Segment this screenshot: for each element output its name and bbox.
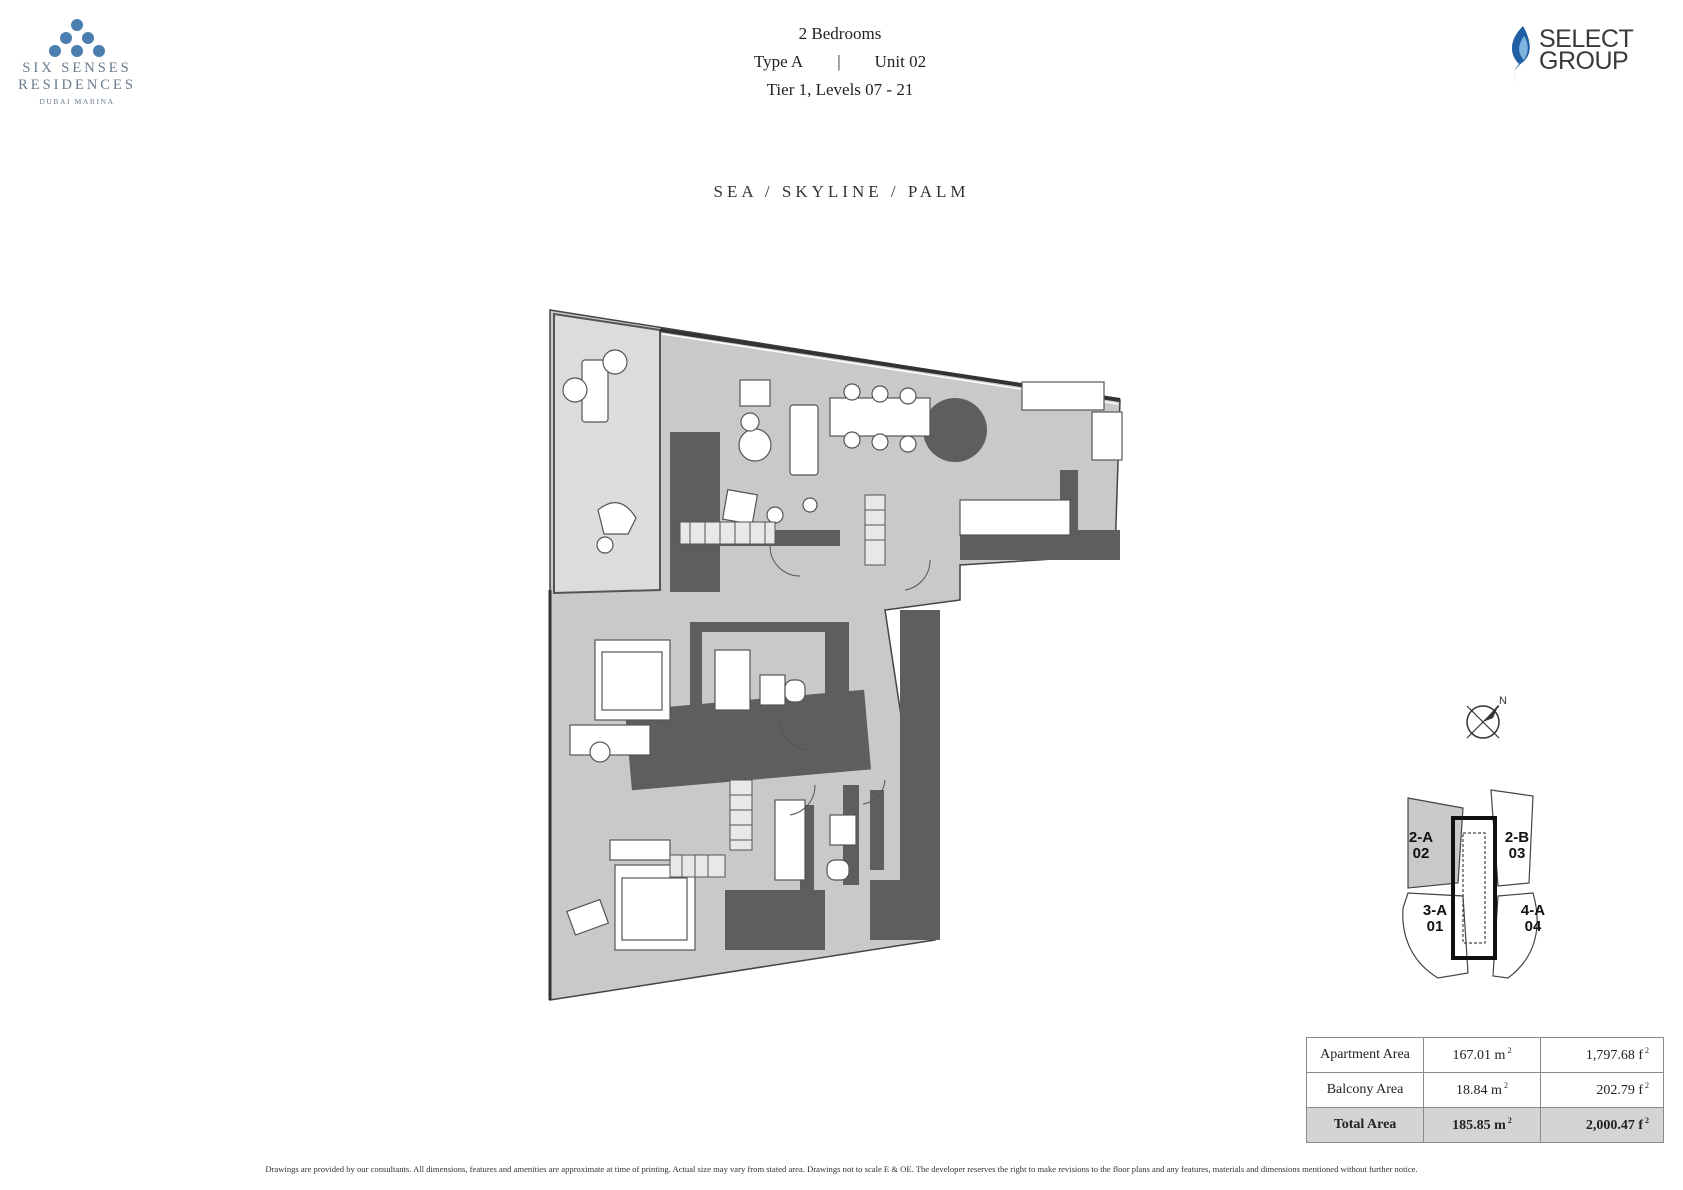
disclaimer-text: Drawings are provided by our consultants… — [265, 1164, 1418, 1174]
select-group-logo: SELECT GROUP — [1505, 24, 1670, 84]
keyplan-2b-number: 03 — [1509, 845, 1526, 862]
type-label: Type A — [753, 52, 804, 71]
bedrooms-label: 2 Bedrooms — [798, 24, 882, 43]
view-label: SEA / SKYLINE / PALM — [713, 182, 970, 201]
round-table-icon — [923, 398, 987, 462]
keyplan-4a-code: 4-A — [1521, 902, 1545, 919]
keyplan-4a-number: 04 — [1525, 918, 1542, 935]
key-plan: 2-A 02 2-B 03 3-A 01 4-A 04 — [1402, 789, 1545, 979]
keyplan-2a-number: 02 — [1413, 845, 1430, 862]
area-label: Apartment Area — [1306, 1037, 1424, 1073]
type-unit-row: Type A | Unit 02 — [640, 48, 1040, 76]
keyplan-2a-code: 2-A — [1409, 829, 1433, 846]
developer-line-1: SELECT — [1539, 25, 1634, 53]
floor-plan — [548, 309, 1123, 1001]
keyplan-3a-code: 3-A — [1423, 902, 1447, 919]
keyplan-core — [1451, 816, 1497, 960]
door-swings — [769, 545, 931, 816]
keyplan-3a-number: 01 — [1427, 918, 1444, 935]
wardrobe-hatching — [669, 494, 886, 878]
walls — [624, 432, 1120, 950]
furniture — [562, 349, 1123, 951]
select-group-wordmark: SELECT GROUP — [1539, 25, 1634, 75]
compass-icon: N — [1466, 695, 1507, 739]
area-label: Total Area — [1306, 1107, 1424, 1143]
area-label: Balcony Area — [1306, 1072, 1424, 1108]
north-label: N — [1499, 695, 1507, 707]
dots-logo-icon — [49, 19, 105, 57]
keyplan-unit-2a-shape — [1407, 797, 1464, 889]
tier-label: Tier 1, Levels 07 - 21 — [766, 80, 914, 99]
keyplan-unit-4a-shape — [1492, 892, 1538, 979]
brand-line-3: DUBAI MARINA — [39, 97, 115, 106]
developer-line-2: GROUP — [1539, 47, 1629, 75]
keyplan-2b-code: 2-B — [1505, 829, 1529, 846]
six-senses-logo: SIX SENSES RESIDENCES DUBAI MARINA — [12, 18, 142, 140]
brand-line-1: SIX SENSES — [22, 60, 132, 76]
brand-line-2: RESIDENCES — [18, 77, 136, 93]
header-separator: | — [837, 52, 841, 71]
flame-logo-icon — [1511, 26, 1530, 82]
unit-label: Unit 02 — [874, 52, 927, 71]
unit-header: 2 Bedrooms Type A | Unit 02 Tier 1, Levels… — [640, 20, 1040, 104]
